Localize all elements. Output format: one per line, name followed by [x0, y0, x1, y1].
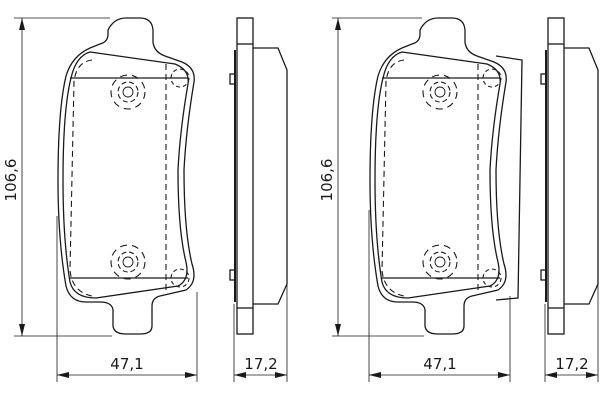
- right-thickness-dimension: [544, 284, 599, 382]
- left-height-dimension: [14, 17, 112, 337]
- right-pad-drawing: [332, 17, 599, 382]
- left-pad-side-view: [229, 17, 288, 335]
- right-height-label: 106,6: [318, 159, 336, 202]
- left-thickness-label: 17,2: [244, 355, 277, 373]
- left-width-label: 47,1: [110, 355, 143, 373]
- left-pad-front-view: [57, 17, 195, 335]
- right-thickness-label: 17,2: [555, 355, 588, 373]
- right-width-dimension: [368, 210, 511, 382]
- wear-indicator-clip: [495, 55, 523, 301]
- right-pad-side-view: [540, 17, 599, 335]
- right-height-dimension: [332, 17, 424, 337]
- left-pad-drawing: [14, 17, 288, 382]
- right-width-label: 47,1: [423, 355, 456, 373]
- left-height-label: 106,6: [2, 159, 20, 202]
- left-thickness-dimension: [233, 284, 288, 382]
- right-pad-front-view: [369, 17, 523, 335]
- left-width-dimension: [56, 216, 198, 382]
